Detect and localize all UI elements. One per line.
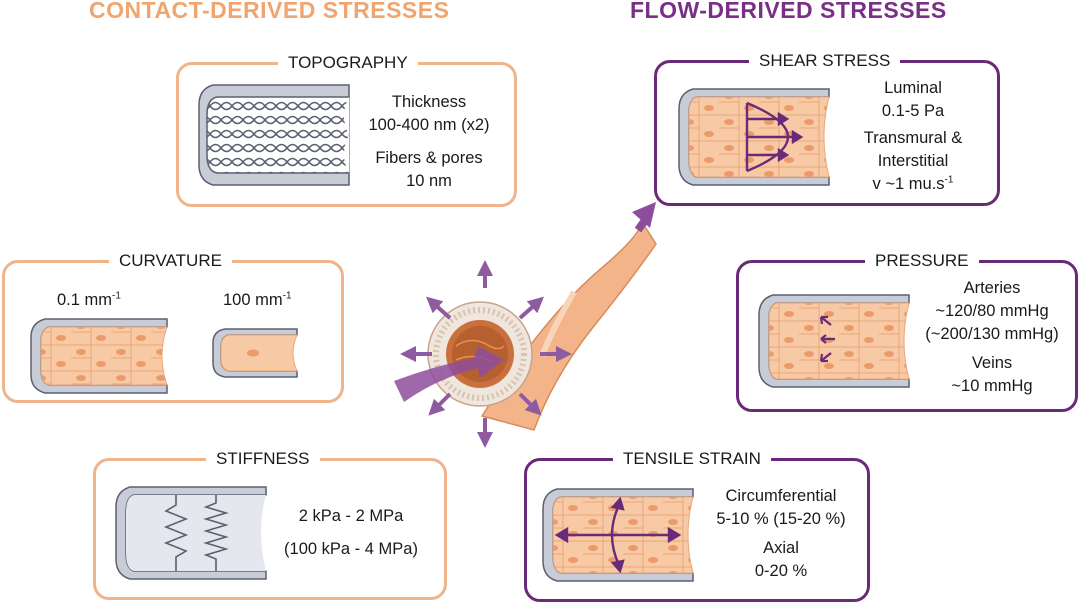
shear-interstitial-label: Interstitial — [877, 152, 949, 170]
shear-flow-illustration — [678, 88, 830, 186]
pressure-illustration — [758, 294, 910, 388]
tensile-strain-text: Circumferential 5-10 % (15-20 %) Axial 0… — [703, 485, 859, 583]
tensile-axial-label: Axial — [763, 539, 799, 557]
tensile-circumferential-value: 5-10 % (15-20 %) — [716, 510, 846, 528]
curvature-high-value: 100 mm-1 — [223, 290, 292, 309]
radial-arrows-illustration — [400, 260, 572, 448]
shear-stress-title: SHEAR STRESS — [749, 51, 901, 71]
spring-stiffness-illustration — [115, 486, 267, 580]
tensile-strain-panel: TENSILE STRAIN Circumferential 5-10 % (1… — [524, 449, 870, 602]
stiffness-text: 2 kPa - 2 MPa (100 kPa - 4 MPa) — [272, 505, 430, 561]
topography-thickness-value: 100-400 nm (x2) — [368, 116, 490, 134]
stiffness-value: 2 kPa - 2 MPa — [298, 507, 404, 525]
shear-luminal-label: Luminal — [884, 79, 942, 97]
pressure-veins-value: ~10 mmHg — [951, 377, 1033, 395]
tensile-illustration — [542, 488, 694, 582]
stiffness-title: STIFFNESS — [206, 449, 320, 469]
topography-thickness-label: Thickness — [391, 93, 467, 111]
stiffness-panel: STIFFNESS 2 kPa - 2 MPa (100 kPa - 4 MPa… — [93, 449, 447, 600]
tensile-strain-title: TENSILE STRAIN — [613, 449, 771, 469]
curvature-low-value: 0.1 mm-1 — [57, 290, 121, 309]
pressure-panel: PRESSURE Arteries ~120/80 mmHg (~200/130… — [736, 251, 1078, 412]
topography-fibers-label: Fibers & pores — [375, 149, 483, 167]
pressure-text: Arteries ~120/80 mmHg (~200/130 mmHg) Ve… — [917, 277, 1067, 398]
large-vessel-illustration — [30, 318, 168, 394]
pressure-arteries-value: ~120/80 mmHg — [935, 302, 1049, 320]
shear-stress-panel: SHEAR STRESS Luminal 0.1-5 Pa Transmural… — [654, 51, 1000, 206]
shear-stress-text: Luminal 0.1-5 Pa Transmural & Interstiti… — [843, 77, 983, 196]
central-vessel-illustration — [394, 202, 657, 431]
shear-transmural-label: Transmural & — [863, 129, 963, 147]
topography-title: TOPOGRAPHY — [278, 53, 418, 73]
curvature-panel: CURVATURE 0.1 mm-1 100 mm-1 — [2, 251, 344, 403]
mesh-scaffold-illustration — [198, 84, 350, 186]
tensile-circumferential-label: Circumferential — [725, 487, 837, 505]
topography-panel: TOPOGRAPHY Thickness 100-400 nm (x2) Fib… — [176, 53, 517, 207]
contact-derived-header: CONTACT-DERIVED STRESSES — [89, 0, 450, 23]
flow-derived-header: FLOW-DERIVED STRESSES — [630, 0, 947, 23]
pressure-arteries-label: Arteries — [963, 279, 1021, 297]
tensile-axial-value: 0-20 % — [754, 562, 808, 580]
shear-velocity-value: v ~1 mu.s-1 — [872, 174, 954, 193]
pressure-arteries-range: (~200/130 mmHg) — [925, 325, 1059, 343]
topography-fibers-value: 10 nm — [406, 172, 452, 190]
small-vessel-illustration — [212, 328, 298, 378]
curvature-title: CURVATURE — [109, 251, 232, 271]
topography-text: Thickness 100-400 nm (x2) Fibers & pores… — [359, 91, 499, 193]
pressure-title: PRESSURE — [865, 251, 979, 271]
stiffness-range: (100 kPa - 4 MPa) — [284, 540, 418, 558]
pressure-veins-label: Veins — [971, 354, 1013, 372]
shear-luminal-value: 0.1-5 Pa — [881, 102, 945, 120]
